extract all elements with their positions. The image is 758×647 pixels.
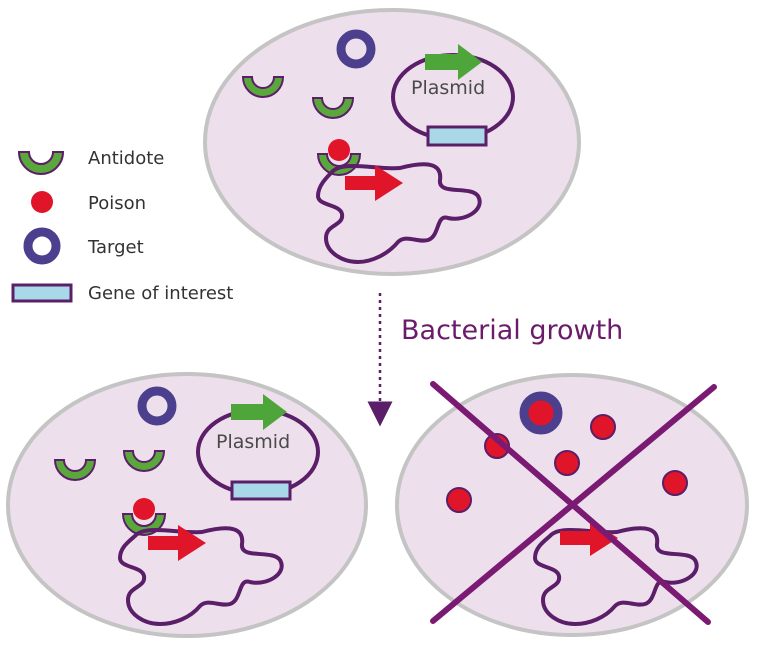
- poison-molecule: [133, 498, 155, 520]
- poison-icon: [31, 191, 53, 213]
- cross-line: [430, 384, 717, 624]
- legend: Antidote Poison Target Gene of interest: [11, 148, 233, 304]
- gene-icon: [11, 283, 73, 303]
- antidote-molecule: [316, 153, 362, 176]
- plasmid-label: Plasmid: [216, 431, 290, 453]
- plasmid: Plasmid: [391, 44, 515, 147]
- poison-molecule: [328, 139, 350, 161]
- plasmid-label: Plasmid: [411, 77, 485, 99]
- antidote-molecule: [122, 450, 166, 472]
- gene-of-interest: [426, 125, 488, 147]
- antidote-molecule: [241, 76, 285, 98]
- chromosome: [532, 526, 699, 627]
- plasmid-gene-arrow: [231, 394, 287, 430]
- legend-poison-label: Poison: [88, 193, 146, 214]
- target-icon: [23, 227, 61, 265]
- cell-death-cross: [430, 381, 717, 625]
- target-molecule: [519, 391, 563, 435]
- chromosome-gene-arrow: [148, 525, 206, 561]
- legend-target-label: Target: [87, 237, 144, 258]
- gene-of-interest: [230, 480, 292, 501]
- target-molecule: [336, 29, 376, 69]
- top-cell: Plasmid: [203, 8, 581, 276]
- antidote-molecule: [311, 97, 355, 119]
- growth-label: Bacterial growth: [401, 315, 623, 346]
- bottom-right-cell: [395, 373, 749, 637]
- legend-antidote-label: Antidote: [88, 148, 164, 169]
- cell-membrane: [203, 8, 581, 276]
- antidote-icon: [17, 151, 65, 175]
- chromosome: [117, 526, 284, 627]
- chromosome: [315, 162, 482, 265]
- poison-molecule: [554, 450, 580, 476]
- poison-molecule: [662, 470, 688, 496]
- poison-molecule: [446, 487, 472, 513]
- bottom-left-cell: Plasmid: [6, 372, 368, 638]
- plasmid: Plasmid: [196, 394, 320, 501]
- chromosome-gene-arrow: [345, 165, 403, 201]
- target-molecule: [137, 386, 177, 426]
- legend-gene-label: Gene of interest: [88, 283, 233, 304]
- cell-membrane: [6, 372, 368, 638]
- antidote-molecule: [53, 459, 97, 481]
- plasmid-gene-arrow: [425, 44, 482, 80]
- poison-molecule: [590, 414, 616, 440]
